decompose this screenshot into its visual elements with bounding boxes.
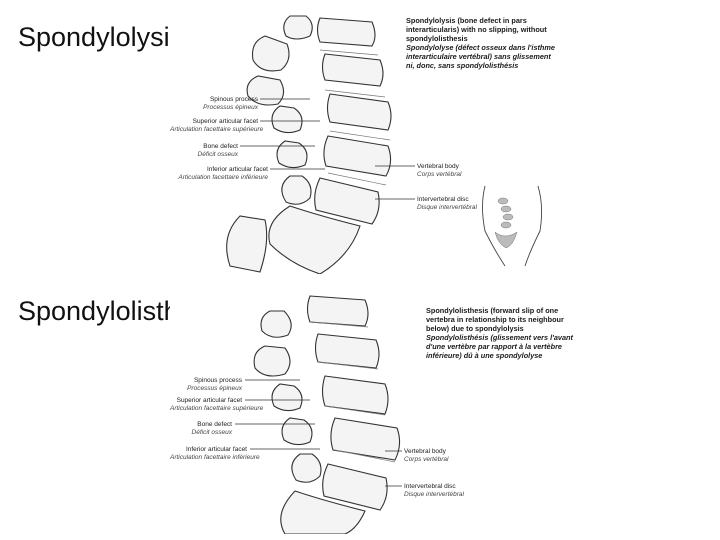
spine-drawing-lysis (226, 15, 543, 274)
slide-title-spondylolysis: Spondylolysis (18, 22, 184, 52)
description-spondylolysis: Spondylolysis (bone defect in pars inter… (406, 16, 555, 70)
description-spondylolisthesis: Spondylolisthesis (forward slip of one v… (426, 306, 573, 360)
spine-drawing-listhesis (235, 295, 402, 534)
